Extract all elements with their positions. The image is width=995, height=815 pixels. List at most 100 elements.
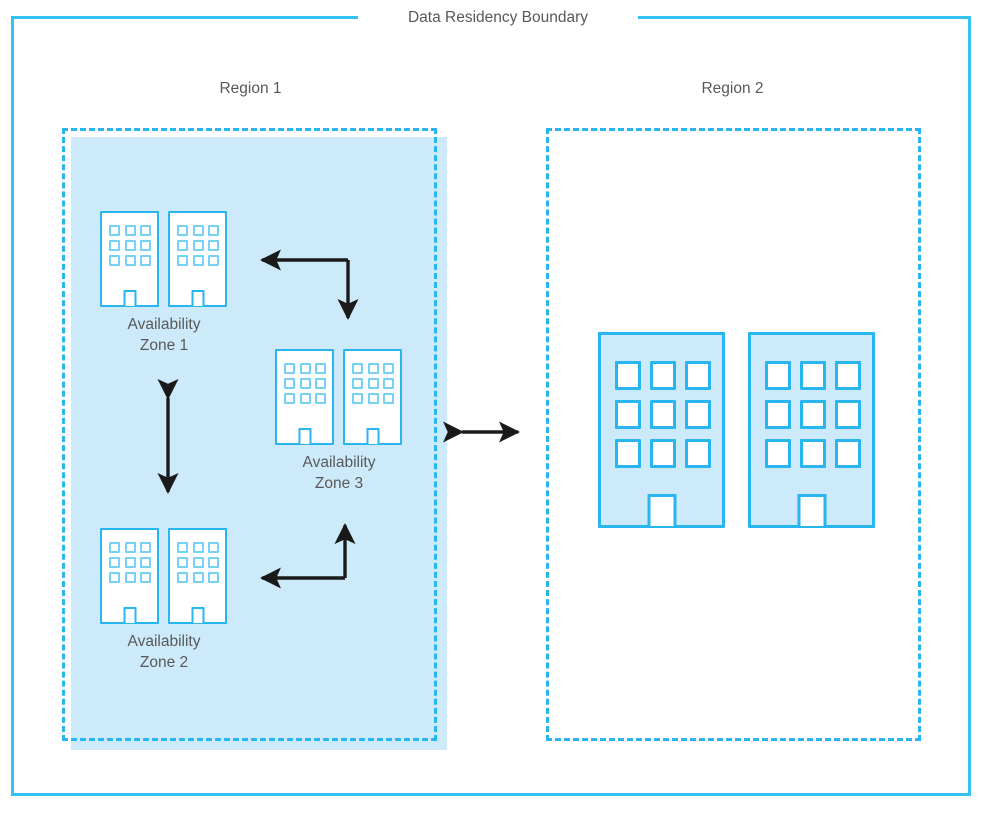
building-window — [208, 225, 219, 236]
building-window — [208, 557, 219, 568]
building-window — [367, 378, 379, 389]
building-door — [123, 290, 136, 306]
building-window — [177, 240, 188, 251]
az-1-caption: Availability Zone 1 — [127, 316, 201, 354]
building-window — [367, 393, 379, 404]
building-window — [835, 439, 861, 468]
building-window — [383, 363, 394, 374]
building-window — [208, 572, 219, 583]
building-window — [208, 240, 219, 251]
building-window — [284, 378, 295, 389]
building-window — [615, 400, 641, 429]
building-window — [615, 439, 641, 468]
building-window — [177, 542, 188, 553]
building-window — [140, 240, 151, 251]
az-3-caption: Availability Zone 3 — [302, 454, 376, 492]
building-window — [109, 542, 120, 553]
building-window — [124, 225, 136, 236]
building-icon — [168, 528, 227, 624]
building-window — [192, 240, 204, 251]
building-window — [192, 557, 204, 568]
building-windows — [177, 542, 219, 583]
boundary-title-backdrop — [358, 6, 638, 30]
building-window — [192, 572, 204, 583]
building-windows — [765, 361, 861, 468]
building-window — [140, 542, 151, 553]
building-window — [192, 225, 204, 236]
building-window — [140, 572, 151, 583]
building-window — [835, 361, 861, 390]
building-window — [109, 557, 120, 568]
building-window — [650, 439, 676, 468]
az-1-buildings — [100, 211, 228, 307]
building-icon — [343, 349, 402, 445]
region-2-label: Region 2 — [701, 80, 764, 97]
building-window — [800, 361, 826, 390]
building-window — [352, 378, 363, 389]
building-window — [367, 363, 379, 374]
az-2-caption: Availability Zone 2 — [127, 633, 201, 671]
building-icon — [598, 332, 725, 528]
availability-zone-2[interactable]: Availability Zone 2 — [100, 528, 228, 673]
building-window — [299, 378, 311, 389]
building-window — [352, 393, 363, 404]
building-window — [192, 542, 204, 553]
building-icon — [100, 528, 159, 624]
building-window — [208, 255, 219, 266]
building-icon — [748, 332, 875, 528]
building-icon — [275, 349, 334, 445]
building-window — [109, 255, 120, 266]
building-window — [383, 378, 394, 389]
building-window — [315, 363, 326, 374]
building-window — [208, 542, 219, 553]
building-window — [765, 361, 791, 390]
region-1-boundary — [62, 128, 437, 741]
building-window — [284, 393, 295, 404]
building-window — [177, 572, 188, 583]
building-window — [299, 363, 311, 374]
building-window — [109, 240, 120, 251]
building-window — [124, 557, 136, 568]
building-door — [647, 494, 676, 526]
building-icon — [100, 211, 159, 307]
building-window — [383, 393, 394, 404]
availability-zone-3[interactable]: Availability Zone 3 — [275, 349, 403, 494]
availability-zone-1[interactable]: Availability Zone 1 — [100, 211, 228, 356]
az-2-buildings — [100, 528, 228, 624]
building-window — [685, 400, 711, 429]
building-window — [192, 255, 204, 266]
building-window — [124, 572, 136, 583]
building-window — [650, 361, 676, 390]
building-window — [299, 393, 311, 404]
building-window — [800, 439, 826, 468]
region-2-buildings — [598, 332, 875, 528]
building-window — [284, 363, 295, 374]
building-windows — [352, 363, 394, 404]
building-window — [140, 255, 151, 266]
building-window — [685, 361, 711, 390]
building-windows — [177, 225, 219, 266]
az-3-buildings — [275, 349, 403, 445]
building-window — [685, 439, 711, 468]
building-window — [140, 557, 151, 568]
region-1-label: Region 1 — [219, 80, 282, 97]
building-door — [191, 290, 204, 306]
building-windows — [109, 225, 151, 266]
building-door — [797, 494, 826, 526]
building-door — [123, 607, 136, 623]
building-windows — [615, 361, 711, 468]
building-windows — [109, 542, 151, 583]
building-window — [177, 255, 188, 266]
building-window — [615, 361, 641, 390]
building-window — [177, 557, 188, 568]
building-window — [177, 225, 188, 236]
boundary-title: Data Residency Boundary — [407, 9, 589, 26]
building-window — [124, 542, 136, 553]
building-window — [800, 400, 826, 429]
building-window — [315, 378, 326, 389]
building-window — [109, 225, 120, 236]
building-windows — [284, 363, 326, 404]
building-window — [765, 400, 791, 429]
building-window — [352, 363, 363, 374]
